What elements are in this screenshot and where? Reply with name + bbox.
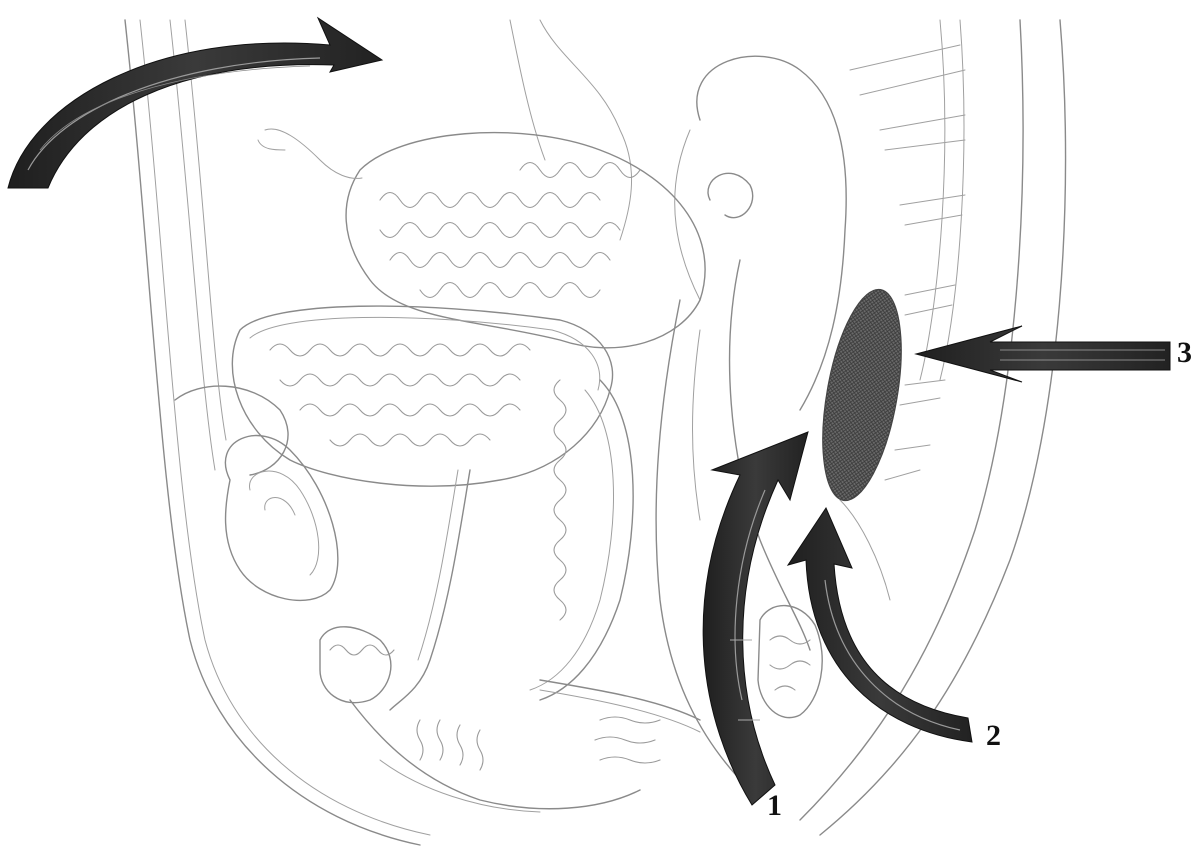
- sigmoid-colon-outline: [510, 20, 846, 410]
- arrow-1-label: 1: [767, 791, 782, 821]
- arrow-3-label: 3: [1177, 338, 1192, 368]
- small-bowel-outline: [258, 129, 705, 348]
- arrow-1: [703, 432, 808, 805]
- pubic-symphysis-outline: [175, 386, 338, 600]
- arrow-3: [916, 326, 1170, 382]
- arrow-2-label: 2: [986, 721, 1001, 751]
- top-curved-arrow: [8, 18, 382, 188]
- body-wall-outline: [125, 20, 430, 845]
- bladder-uterus-outline: [232, 306, 633, 710]
- rectovaginal-lesion: [809, 284, 915, 507]
- perineum-outline: [320, 627, 700, 812]
